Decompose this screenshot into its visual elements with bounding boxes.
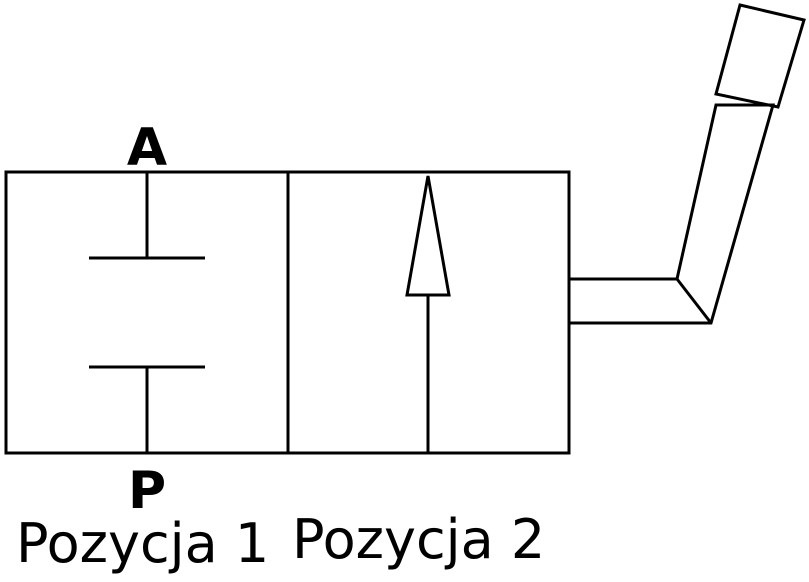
lever-arm	[567, 103, 775, 325]
position-2-symbol	[405, 175, 451, 453]
lever-joint	[675, 278, 713, 324]
flow-arrow-head	[405, 175, 451, 297]
position-1-label: Pozycja 1	[16, 512, 269, 575]
valve-body	[4, 170, 571, 455]
port-a-label: A	[127, 118, 167, 178]
lever-actuator	[567, 3, 806, 325]
port-p-label: P	[128, 461, 166, 521]
lever-knob	[714, 3, 806, 109]
position-1-symbol	[89, 172, 205, 453]
position-2-label: Pozycja 2	[292, 508, 545, 571]
